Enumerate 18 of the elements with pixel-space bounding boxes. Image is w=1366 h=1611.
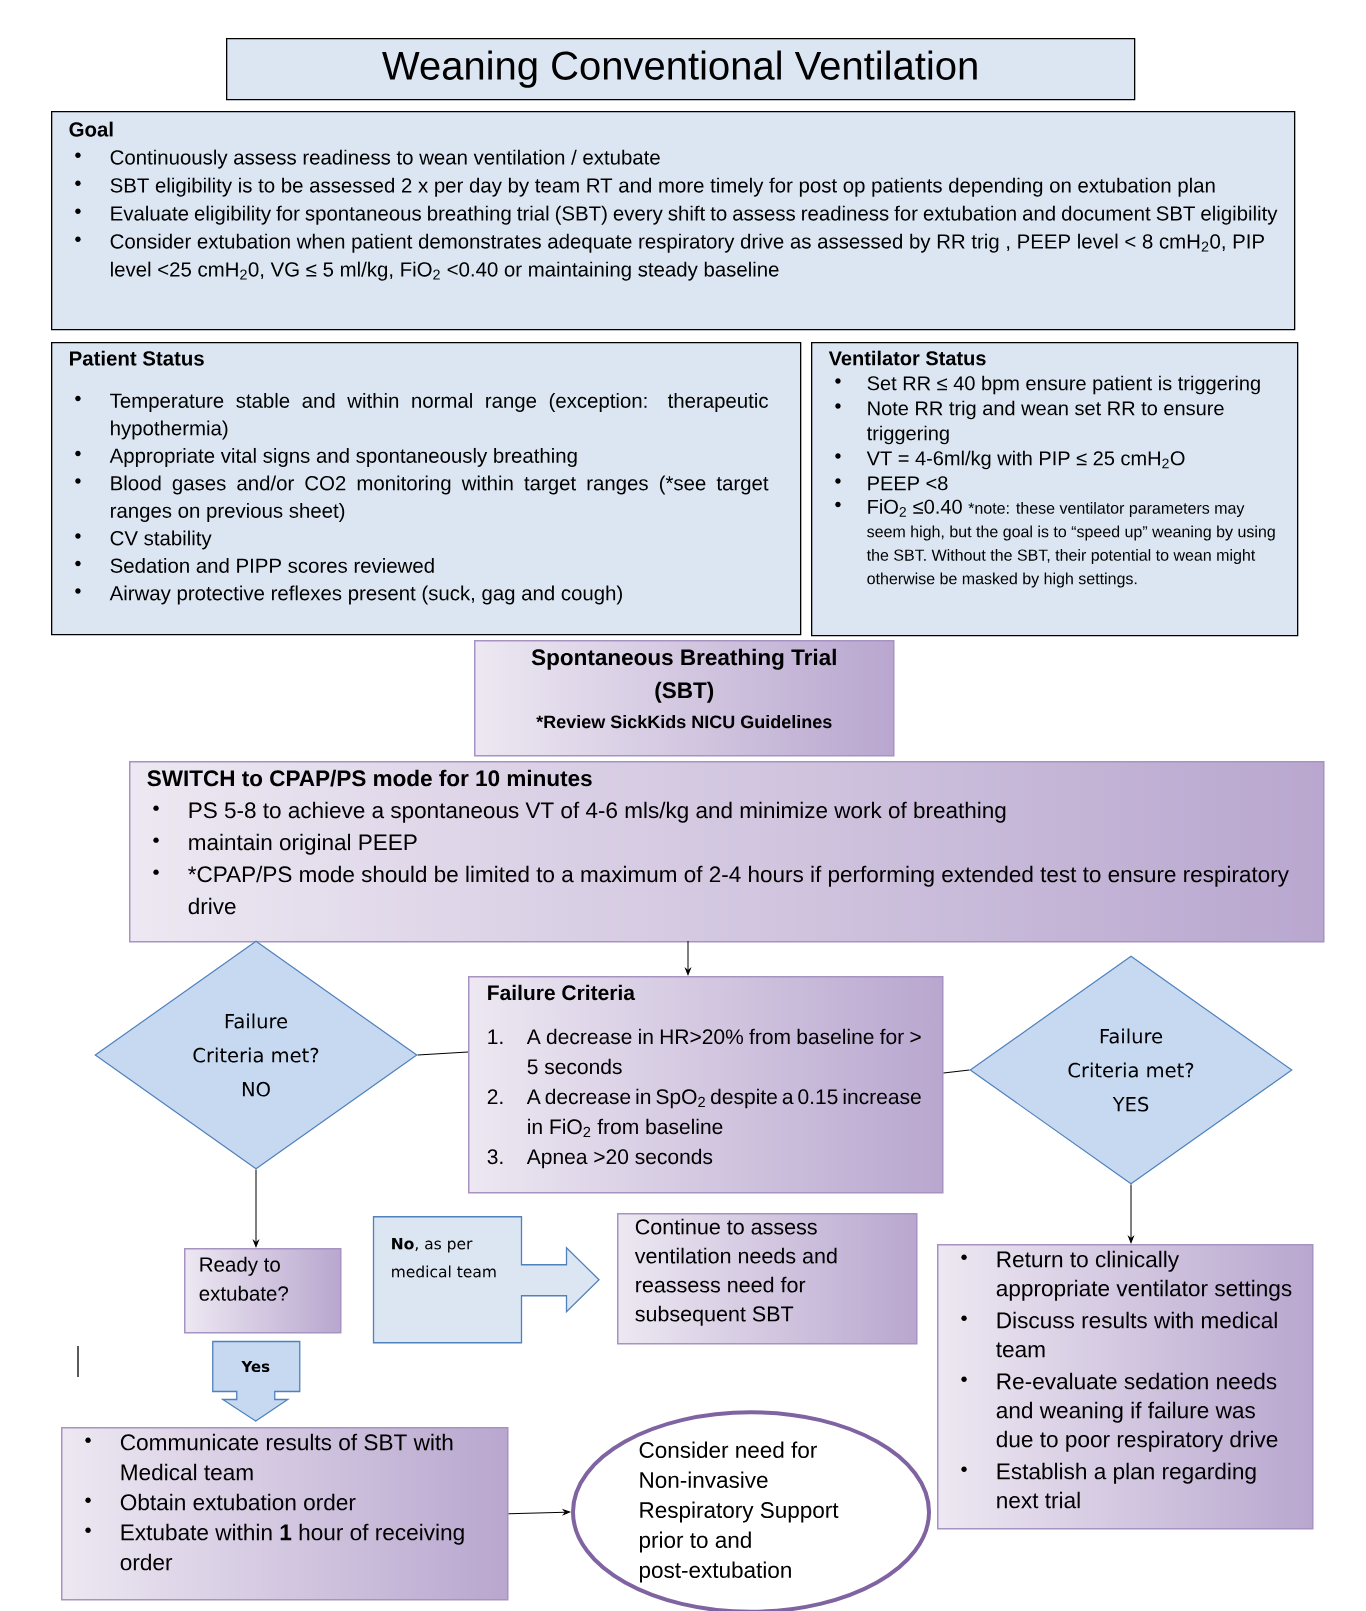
process-box: Return to clinically appropriate ventilator settings Discuss results with medical team Re-evaluate sedation needs and weaning if failure was due to poor respiratory drive Establish a plan regarding next trial (937, 1244, 1314, 1530)
status-box: Patient Status Temperature stable and within normal range (exception: therapeutic hypothermia) Appropriate vital signs and spontaneously breathing Blood gases and/or CO2 monitoring within target ranges (*see target ranges on previous sheet) CV stability Sedation and PIPP scores reviewed Airway protective reflexes present (suck, gag and cough) (51, 342, 802, 636)
arrow (685, 940, 691, 976)
edge-label: Yes (241, 1360, 270, 1373)
arrow (508, 1509, 571, 1516)
goal-box: Goal Continuously assess readiness to wean ventilation / extubate SBT eligibility is to be assessed 2 x per day by team RT and more timely for post op patients depending on extubation plan Evaluate eligibility for spontaneous breathing trial (SBT) every shift to assess readiness for extubation and document SBT eligibility Consider extubation when patient demonstrates adequate respiratory drive as assessed by RR trig , PEEP level < 8 cmH$_{2}$0, PIP level <25 cmH$_{2}$0, VG ≤ 5 ml/kg, FiO$_{2}$ <0.40 or maintaining steady baseline (51, 111, 1296, 331)
arrow (1128, 1184, 1134, 1244)
question-box: Ready to extubate? (184, 1248, 342, 1334)
process-box: SWITCH to CPAP/PS mode for 10 minutes PS 5-8 to achieve a spontaneous VT of 4-6 mls/kg and minimize work of breathing maintain original PEEP *CPAP/PS mode should be limited to a maximum of 2-4 hours if performing extended test to ensure respiratory drive (129, 761, 1325, 943)
criteria-box: Failure Criteria 1. A decrease in HR>20% from baseline for > 5 seconds 2. A decrease in SpO$_{2}$ despite a 0.15 increase in FiO$_{2}$ from baseline 3. Apnea >20 seconds (468, 976, 944, 1194)
arrow (253, 1169, 259, 1248)
edge-label: No, as per medical team (392, 1237, 496, 1278)
block-arrow (212, 1340, 301, 1422)
status-box: Ventilator Status Set RR ≤ 40 bpm ensure patient is triggering Note RR trig and wean set RR to ensure triggering VT = 4-6ml/kg with PIP ≤ 25 cmH$_{2}$O PEEP <8 FiO$_{2}$ ≤0.40 *note: these ventilator parameters may seem high, but the goal is to “speed up” weaning by using the SBT. Without the SBT, their potential to wean might otherwise be masked by high settings. (811, 342, 1299, 637)
process-box: Spontaneous Breathing Trial (SBT) *Review SickKids NICU Guidelines (474, 640, 895, 757)
process-box: Continue to assess ventilation needs and reassess need for subsequent SBT (617, 1213, 918, 1345)
process-box: Communicate results of SBT with Medical team Obtain extubation order Extubate within 1 hour of receiving order (61, 1427, 509, 1601)
title-box: Weaning Conventional Ventilation (226, 38, 1136, 101)
